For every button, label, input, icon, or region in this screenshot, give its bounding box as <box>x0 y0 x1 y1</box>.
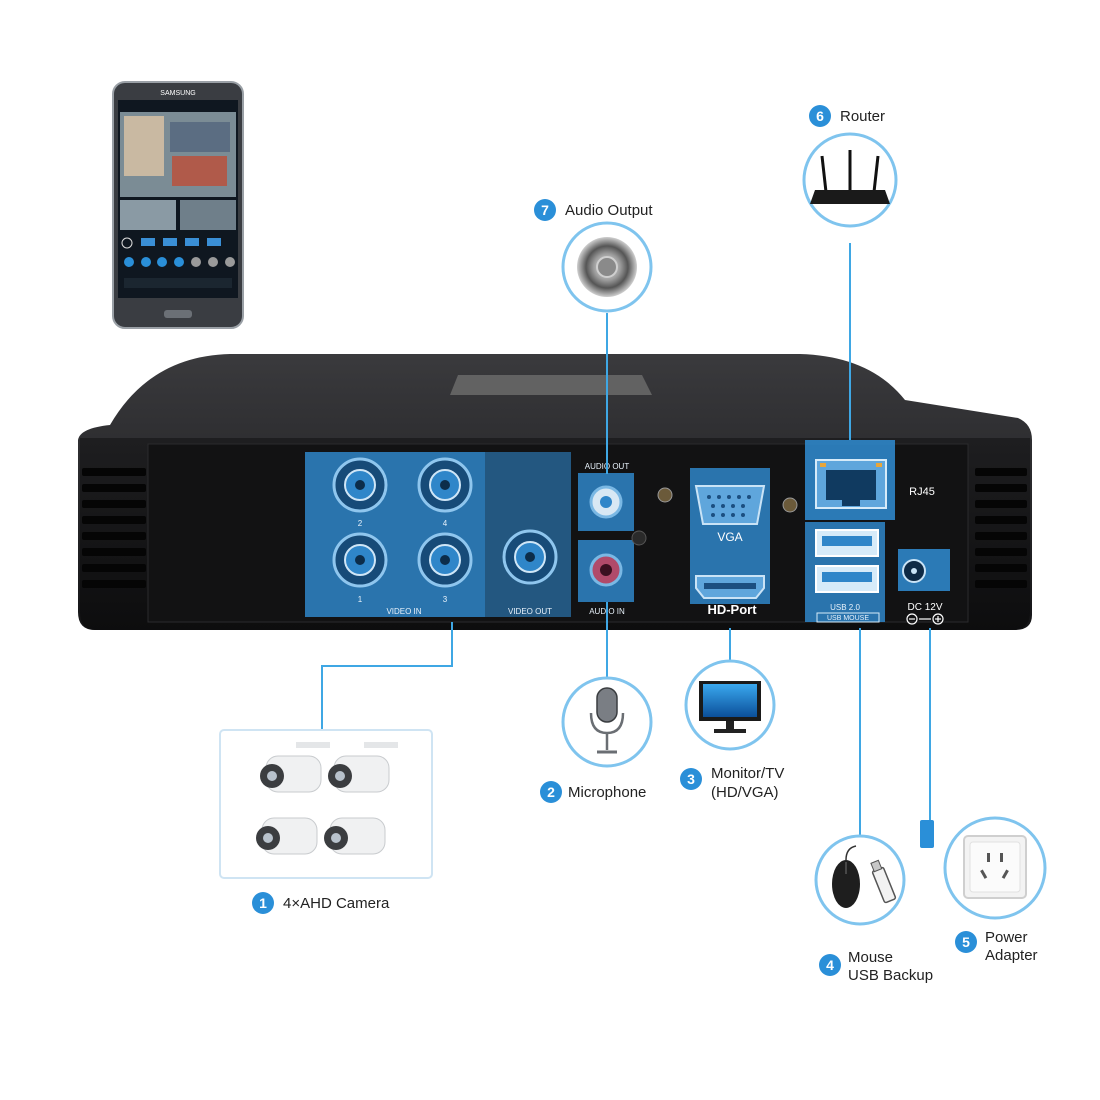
monitor-label-line2: (HD/VGA) <box>711 784 779 801</box>
callout-badge <box>955 931 977 953</box>
side-vents-left <box>82 468 146 588</box>
bnc-label-3: 3 <box>443 595 448 604</box>
mouse-label-line2: USB Backup <box>848 967 933 984</box>
callout-7: 7 Audio Output <box>534 199 653 221</box>
bnc-port-1[interactable] <box>332 532 388 588</box>
phone-live-view-thumb <box>120 200 176 230</box>
callout-badge <box>819 954 841 976</box>
callout-5: 5 Power Adapter <box>955 929 1038 964</box>
power-label-line1: Power <box>985 929 1028 946</box>
camera-icon <box>324 817 386 855</box>
bnc-label-2: 2 <box>358 519 363 528</box>
dc-label: DC 12V <box>907 602 942 613</box>
wall-socket-icon <box>963 835 1027 899</box>
video-out-label: VIDEO OUT <box>508 607 552 616</box>
usb-mouse-label: USB MOUSE <box>827 615 869 622</box>
callout-1: 1 4×AHD Camera <box>252 892 390 914</box>
bnc-port-4[interactable] <box>417 457 473 513</box>
usb-port-bottom[interactable] <box>815 565 879 593</box>
usb-drive-icon <box>870 859 897 904</box>
connection-lines <box>321 243 931 840</box>
phone-brand-label: SAMSUNG <box>160 90 195 97</box>
side-vents-right <box>975 468 1027 588</box>
power-label-line2: Adapter <box>985 947 1038 964</box>
hdmi-port[interactable] <box>695 575 765 599</box>
usb-label: USB 2.0 <box>830 603 860 612</box>
svg-text:4: 4 <box>826 957 834 973</box>
monitor-icon <box>699 681 761 733</box>
mouse-icon <box>832 845 860 908</box>
svg-text:1: 1 <box>259 895 267 911</box>
audio-output-label: Audio Output <box>565 202 653 219</box>
svg-text:7: 7 <box>541 202 549 218</box>
bnc-label-1: 1 <box>358 595 363 604</box>
bnc-port-2[interactable] <box>332 457 388 513</box>
monitor-label-line1: Monitor/TV <box>711 765 784 782</box>
camera-label: 4×AHD Camera <box>283 895 390 912</box>
bnc-label-4: 4 <box>443 519 448 528</box>
smartphone: SAMSUNG <box>112 81 244 329</box>
vga-port[interactable] <box>694 485 766 525</box>
router-device <box>802 132 898 228</box>
top-vent <box>450 375 652 395</box>
mouse-label-line1: Mouse <box>848 949 893 966</box>
callout-3: 3 Monitor/TV (HD/VGA) <box>680 765 784 801</box>
microphone-device <box>561 676 653 768</box>
dvr-recorder: 2 4 1 3 VIDEO IN VIDEO OUT AUDIO OUT AUD… <box>78 354 1032 630</box>
power-plug-icon <box>920 820 934 848</box>
svg-text:3: 3 <box>687 771 695 787</box>
callout-6: 6 Router <box>809 105 885 127</box>
camera-icon <box>328 742 398 793</box>
power-socket-device <box>920 816 1047 920</box>
usb-port-top[interactable] <box>815 529 879 557</box>
speaker-device <box>561 221 653 313</box>
svg-text:6: 6 <box>816 108 824 124</box>
callout-badge <box>252 892 274 914</box>
callout-badge <box>534 199 556 221</box>
router-icon <box>810 150 890 204</box>
dc-polarity-icon <box>906 613 944 625</box>
camera-icon <box>260 742 330 793</box>
svg-text:5: 5 <box>962 934 970 950</box>
bnc-port-3[interactable] <box>417 532 473 588</box>
phone-live-view-thumb <box>180 200 236 230</box>
dc-power-jack[interactable] <box>902 559 926 583</box>
audio-in-jack[interactable] <box>589 553 623 587</box>
callout-4: 4 Mouse USB Backup <box>819 949 933 984</box>
audio-out-jack[interactable] <box>589 485 623 519</box>
router-label: Router <box>840 108 885 125</box>
camera-group <box>219 729 433 879</box>
monitor-device <box>684 659 776 751</box>
rj45-label: RJ45 <box>909 486 935 498</box>
mouse-usb-device <box>814 834 906 926</box>
camera-icon <box>256 817 318 855</box>
callout-badge <box>809 105 831 127</box>
callout-2: 2 Microphone <box>540 781 646 803</box>
rj45-port[interactable] <box>815 459 887 509</box>
video-in-label: VIDEO IN <box>386 607 421 616</box>
microphone-icon <box>589 687 625 754</box>
svg-text:2: 2 <box>547 784 555 800</box>
hd-port-label: HD-Port <box>707 602 757 617</box>
vga-label: VGA <box>717 530 742 544</box>
microphone-label: Microphone <box>568 784 646 801</box>
callout-badge <box>680 768 702 790</box>
callout-badge <box>540 781 562 803</box>
phone-control-bar <box>121 237 235 288</box>
bnc-video-out[interactable] <box>502 529 558 585</box>
